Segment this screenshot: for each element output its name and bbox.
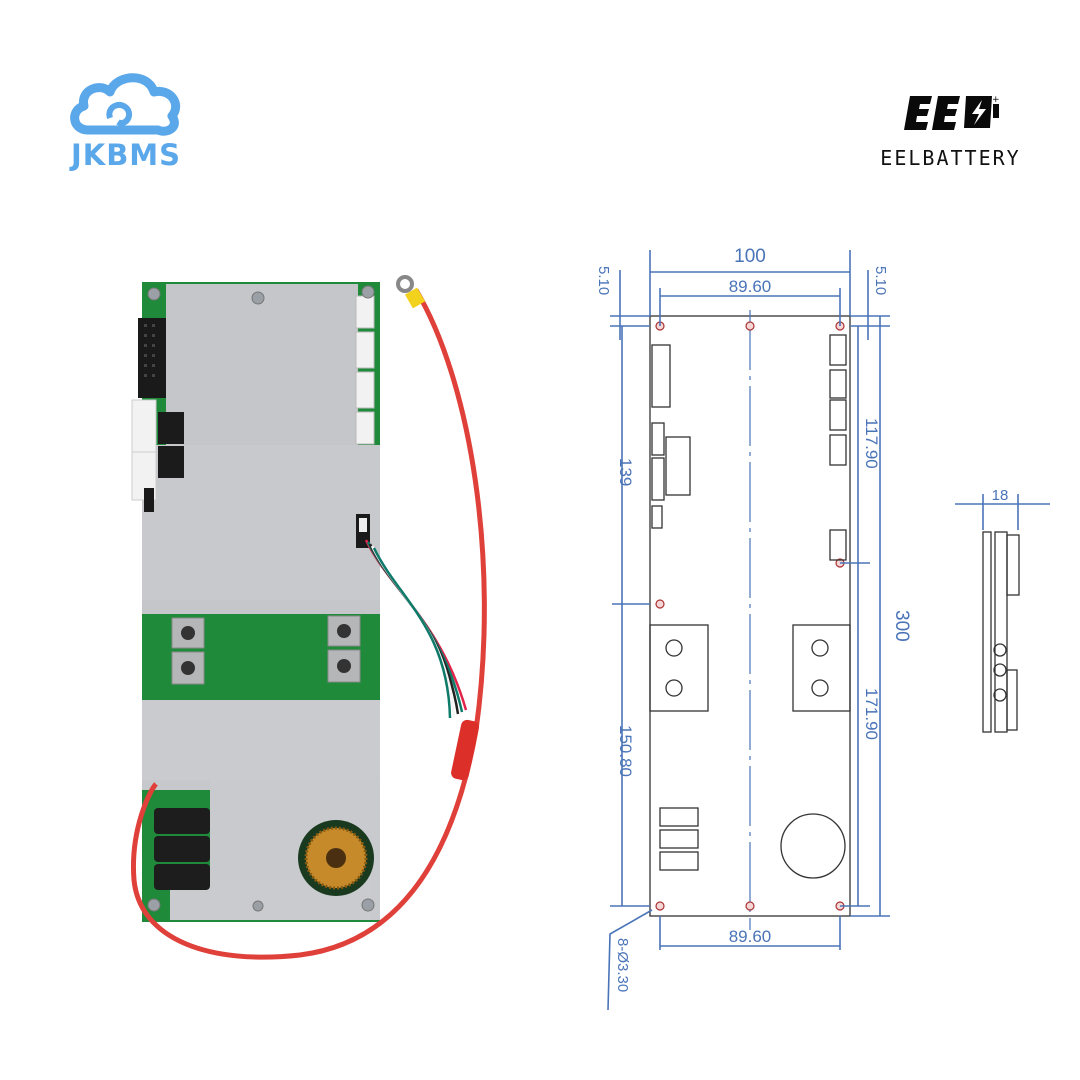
toroid-inductor: [298, 820, 374, 896]
yellow-crimp: [404, 287, 426, 309]
bms-board-photo: [130, 275, 487, 960]
dim-right-lower: 171.90: [862, 688, 881, 740]
eelbattery-wordmark: EELBATTERY: [880, 146, 1021, 170]
dim-overall-length: 300: [891, 610, 912, 642]
capacitor-outline: [659, 807, 699, 871]
dim-overall-width: 100: [734, 246, 766, 267]
p-minus-terminals: [171, 617, 205, 685]
balance-connector-1: [355, 295, 375, 329]
relay-p3: [158, 446, 184, 478]
cloud-icon: [70, 73, 181, 136]
dim-mounting-holes: 8-Ø3.30: [614, 938, 631, 992]
ring-terminal: [396, 275, 414, 293]
dim-right-upper: 117.90: [862, 418, 881, 469]
side-view: 18: [955, 487, 1050, 733]
terminal-pad-right: [792, 624, 851, 712]
dimension-drawing: 100 89.60 5.10 5.10 139 150.80 117.90 17…: [595, 246, 1050, 1011]
red-power-cable: [130, 288, 487, 960]
p1-outline: [651, 344, 671, 408]
dim-thickness: 18: [992, 487, 1009, 504]
jkbms-brand-text: JKBMS: [70, 138, 182, 172]
dim-hole-spacing-bottom: 89.60: [729, 927, 772, 946]
dim-edge-offset-right: 5.10: [872, 266, 889, 295]
balance-connector-3: [355, 371, 375, 409]
balance-connector-4: [355, 411, 375, 445]
relay-p2: [158, 412, 184, 444]
display-connector: [144, 488, 154, 512]
b-minus-terminals: [327, 615, 361, 683]
battery-lightning-icon: +: [904, 95, 1000, 130]
dim-left-upper: 139: [616, 458, 635, 486]
terminal-pad-left: [649, 624, 709, 712]
left-connector-1: [131, 399, 157, 453]
dim-left-lower: 150.80: [616, 725, 635, 777]
cable-connector: [451, 719, 479, 781]
capacitors: [154, 808, 210, 890]
jkbms-logo: JKBMS: [66, 70, 186, 175]
dim-hole-spacing-top: 89.60: [729, 277, 772, 296]
heatsink-middle: [142, 700, 380, 780]
svg-text:+: +: [992, 95, 1000, 105]
dim-edge-offset-left: 5.10: [595, 266, 612, 295]
signal-wire-harness: [364, 539, 468, 719]
inductor-outline: [780, 813, 846, 879]
balance-connector-2: [355, 331, 375, 369]
p1-connector: [138, 318, 166, 398]
eelbattery-logo: + EELBATTERY: [848, 90, 1053, 175]
